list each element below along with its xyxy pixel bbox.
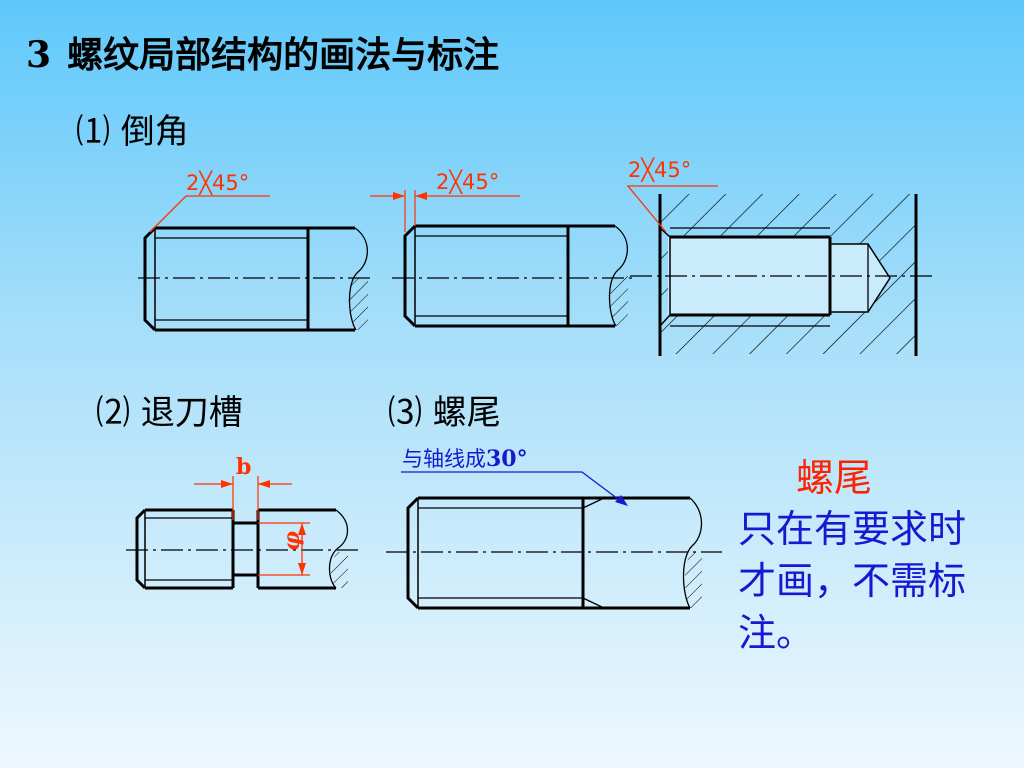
chamfer-figure-external [138, 226, 372, 332]
chamfer-dimension-2: 2╳45° [370, 169, 520, 232]
groove-diameter-text: φ [279, 531, 305, 551]
break-line [682, 497, 703, 609]
chamfer-dimension-2-text: 2╳45° [436, 169, 499, 195]
undercut-figure [126, 508, 358, 590]
chamfer-dimension-3: 2╳45° [626, 157, 718, 233]
section-undercut-label: ⑵ 退刀槽 [96, 393, 243, 433]
chamfer-figure-external-2 [392, 224, 636, 328]
chamfer-dimension-3-text: 2╳45° [628, 157, 691, 183]
runout-angle-annotation: 与轴线成30° [401, 446, 628, 506]
groove-diameter-dimension: φ [258, 522, 310, 576]
side-note-body: 只在有要求时才画，不需标注。 [738, 507, 967, 655]
section-chamfer-label: ⑴ 倒角 [76, 112, 189, 152]
break-line [328, 509, 349, 589]
groove-width-dimension: b [194, 454, 292, 520]
chamfer-figure-internal [630, 194, 932, 356]
groove-width-text: b [236, 454, 251, 480]
title-number: 3 [26, 34, 52, 76]
runout-figure [386, 496, 722, 610]
chamfer-dimension-1: 2╳45° [149, 170, 270, 233]
runout-angle-label: 与轴线成30° [402, 446, 528, 472]
side-note-heading: 螺尾 [796, 456, 873, 500]
chamfer-dimension-1-text: 2╳45° [186, 170, 249, 196]
section-runout-label: ⑶ 螺尾 [388, 393, 501, 433]
title-text: 螺纹局部结构的画法与标注 [67, 34, 500, 76]
slide-title: 3 螺纹局部结构的画法与标注 [26, 26, 499, 78]
